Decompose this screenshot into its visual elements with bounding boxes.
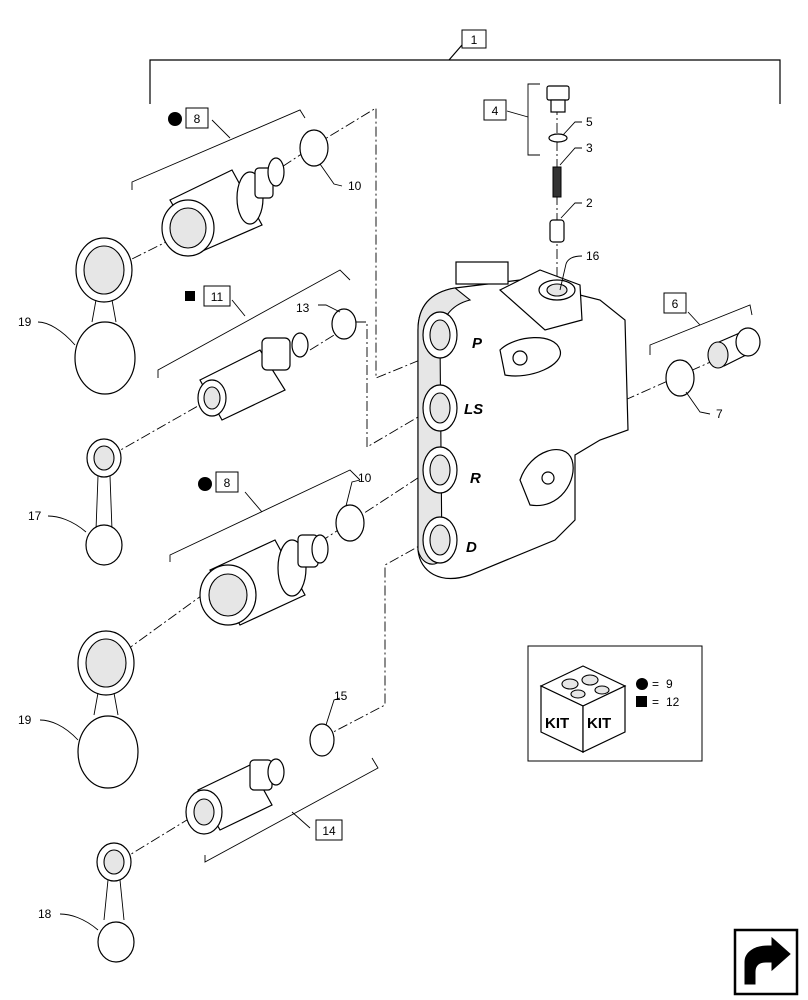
callout-6[interactable]: 6: [672, 297, 679, 311]
callout-8-top[interactable]: 8: [194, 112, 201, 126]
port-r: [422, 446, 458, 494]
legend-circle-value: 9: [666, 677, 673, 691]
callout-19-bottom[interactable]: 19: [18, 713, 32, 727]
callout-3[interactable]: 3: [586, 141, 593, 155]
cap-small-top: 17: [28, 438, 123, 566]
legend-equals-2: =: [652, 695, 659, 709]
port-label-ls: LS: [464, 401, 483, 418]
callout-11[interactable]: 11: [211, 290, 224, 304]
coupler-top: 8 10: [131, 107, 362, 257]
cap-large-bottom: 19: [18, 630, 139, 789]
callout-7[interactable]: 7: [716, 407, 723, 421]
callout-18[interactable]: 18: [38, 907, 52, 921]
callout-17[interactable]: 17: [28, 509, 42, 523]
legend-square-marker: [636, 696, 647, 707]
port-label-p: P: [472, 335, 483, 352]
cap-large-top: 19: [18, 237, 136, 395]
square-marker: [185, 291, 195, 301]
callout-14[interactable]: 14: [322, 824, 336, 838]
callout-4[interactable]: 4: [492, 104, 499, 118]
circle-marker-top: [168, 112, 182, 126]
circle-marker-mid: [198, 477, 212, 491]
port-plug-right: 6 7: [649, 292, 761, 421]
callout-13[interactable]: 13: [296, 301, 310, 315]
cap-small-bottom: 18: [38, 842, 135, 963]
kit-label-right: KIT: [587, 715, 611, 732]
coupler-mid: 8 10: [169, 469, 372, 626]
port-ls: [422, 384, 458, 432]
callout-8-mid[interactable]: 8: [224, 476, 231, 490]
legend-circle-marker: [636, 678, 648, 690]
callout-19-top[interactable]: 19: [18, 315, 32, 329]
adapter-kit: 11 13: [157, 269, 357, 421]
port-label-r: R: [470, 470, 481, 487]
kit-label-left: KIT: [545, 715, 569, 732]
kit-legend: KIT KIT = 9 = 12: [527, 645, 703, 762]
callout-10-mid[interactable]: 10: [358, 471, 372, 485]
callout-5[interactable]: 5: [586, 115, 593, 129]
callout-2[interactable]: 2: [586, 196, 593, 210]
port-d: [422, 516, 458, 564]
callout-group-16: 16: [559, 249, 600, 291]
callout-10-top[interactable]: 10: [348, 179, 362, 193]
port-label-d: D: [466, 539, 477, 556]
callout-1[interactable]: 1: [471, 33, 478, 47]
port-p: [422, 311, 458, 359]
plug-kit-top: 4 5 3 2: [483, 83, 593, 243]
callout-16[interactable]: 16: [586, 249, 600, 263]
callout-15[interactable]: 15: [334, 689, 348, 703]
arrow-next-page-icon[interactable]: [733, 928, 799, 996]
legend-equals-1: =: [652, 677, 659, 691]
nipple-kit: 14 15: [185, 689, 379, 863]
legend-square-value: 12: [666, 695, 680, 709]
assembly-bracket: 1: [149, 29, 781, 104]
valve-body: P LS R D: [417, 261, 629, 580]
